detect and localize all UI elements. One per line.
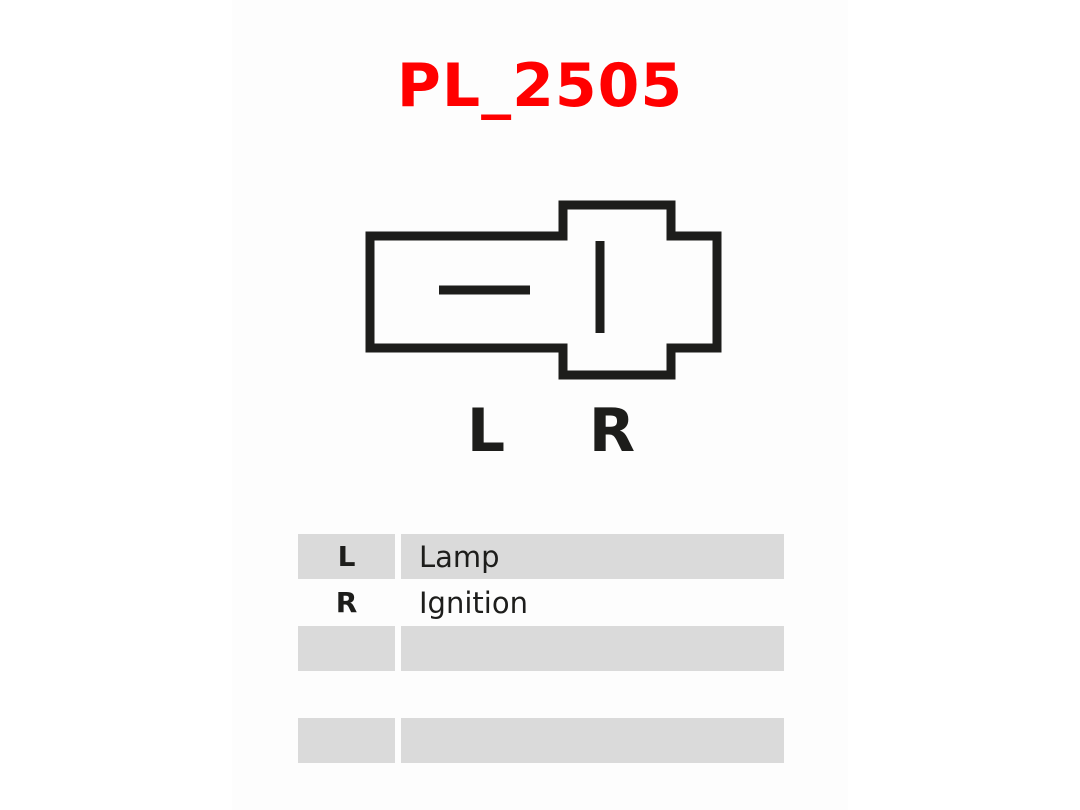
legend-pin-description: Ignition (419, 585, 528, 620)
legend-pin-code: R (335, 586, 358, 619)
pin-legend-table: L Lamp R Ignition (298, 534, 784, 764)
legend-row (298, 718, 784, 763)
legend-pin-code (298, 626, 395, 671)
pin-label-l: L (466, 396, 506, 466)
legend-pin-code (298, 718, 395, 763)
legend-pin-description (401, 718, 784, 763)
legend-pin-code (298, 672, 395, 717)
connector-housing-outline (365, 200, 722, 380)
pin-label-r: R (588, 396, 636, 466)
legend-row: R Ignition (298, 580, 784, 625)
legend-pin-description (401, 626, 784, 671)
legend-row: L Lamp (298, 534, 784, 579)
legend-pin-description (401, 672, 784, 717)
legend-row (298, 626, 784, 671)
legend-row (298, 672, 784, 717)
connector-diagram (365, 200, 722, 380)
background-panel (232, 0, 848, 810)
part-number-title: PL_2505 (396, 51, 684, 121)
legend-pin-description: Lamp (401, 534, 784, 579)
legend-pin-code: L (298, 534, 395, 579)
